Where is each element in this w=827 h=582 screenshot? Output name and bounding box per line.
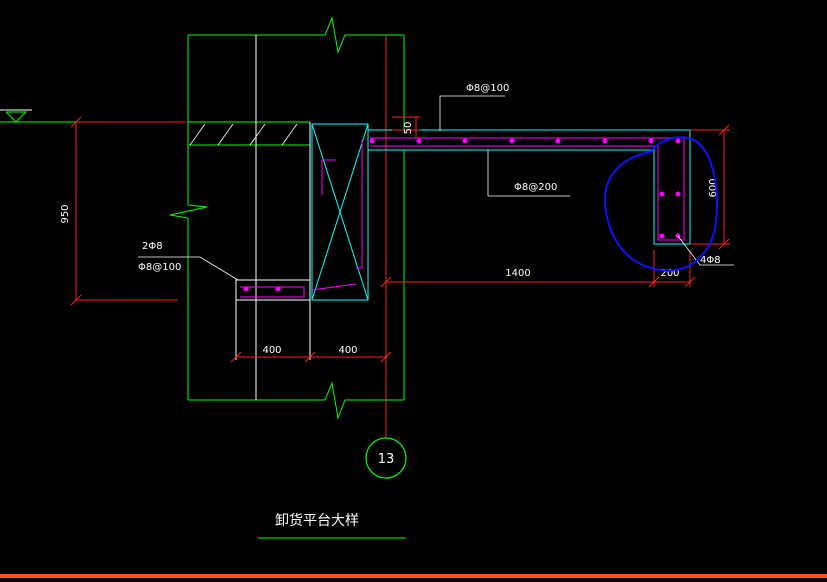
dim-50-label: 50	[403, 122, 414, 135]
dim-1400-label: 1400	[505, 268, 530, 279]
dim-400-left: 400	[262, 345, 281, 356]
axis-13: 13	[365, 35, 407, 479]
dim-950-label: 950	[60, 204, 71, 223]
ledge-bars-label: 2Φ8	[142, 241, 163, 252]
slab-rebar	[369, 137, 685, 241]
dimension-400-400: 400 400	[230, 345, 392, 363]
dimension-950: 950	[60, 116, 186, 306]
axis-bubble-label: 13	[378, 452, 395, 467]
drawing-title-block: 卸货平台大样	[258, 512, 406, 539]
ledge-rebar-note: 2Φ8 Φ8@100	[138, 241, 239, 281]
slab-section-hatch	[189, 123, 298, 146]
slab-top-label: Φ8@100	[466, 83, 509, 94]
ledge-section	[235, 279, 357, 301]
cantilever-slab	[368, 129, 691, 245]
level-marker	[0, 109, 76, 123]
wall-inner-lines	[235, 35, 387, 400]
dimension-600: 600	[690, 124, 730, 250]
dim-200-label: 200	[660, 268, 679, 279]
beam-bars-label: 4Φ8	[700, 255, 721, 266]
dimension-50: 50	[392, 116, 420, 138]
dim-600-label: 600	[708, 178, 719, 197]
dimension-1400-200: 1400 200	[380, 250, 696, 288]
beam-rebar-note: 4Φ8	[677, 235, 734, 266]
ledge-stirrup-label: Φ8@100	[138, 262, 181, 273]
dim-400-right: 400	[338, 345, 357, 356]
column-rebar	[321, 140, 363, 269]
drawing-title: 卸货平台大样	[275, 512, 359, 529]
bottom-status-bar	[0, 574, 827, 578]
slab-bottom-rebar-note: Φ8@200	[487, 150, 570, 197]
markup-circle	[603, 136, 718, 272]
slab-top-rebar-note: Φ8@100	[439, 83, 509, 131]
wall-outline	[169, 16, 405, 420]
column-section	[311, 123, 369, 301]
slab-bottom-label: Φ8@200	[514, 182, 557, 193]
